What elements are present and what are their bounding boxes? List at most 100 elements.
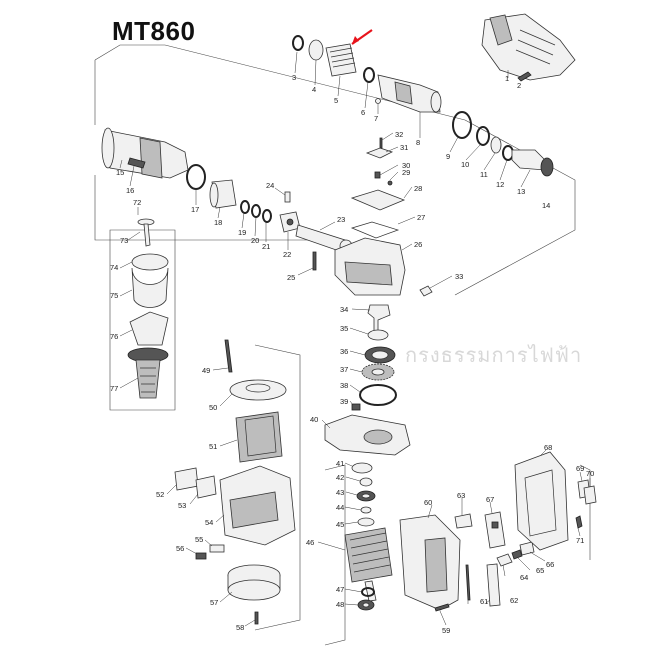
- part-40-gear-housing: [324, 414, 411, 456]
- part-54-motor-housing: [219, 465, 296, 546]
- part-58-screw: [254, 611, 259, 625]
- part-label-20: 20: [251, 236, 259, 245]
- part-2-screw: [517, 71, 532, 82]
- part-label-55: 55: [195, 535, 203, 544]
- part-label-5: 5: [334, 96, 338, 105]
- part-76-grip-base: [129, 311, 169, 346]
- part-label-68: 68: [544, 443, 552, 452]
- part-label-29: 29: [402, 168, 410, 177]
- part-label-4: 4: [312, 85, 316, 94]
- part-label-16: 16: [126, 186, 134, 195]
- leader-lines: [119, 51, 591, 627]
- part-16-spring-pin: [127, 157, 146, 169]
- part-label-61: 61: [480, 597, 488, 606]
- part-label-17: 17: [191, 205, 199, 214]
- part-label-62: 62: [510, 596, 518, 605]
- part-label-58: 58: [236, 623, 244, 632]
- part-label-60: 60: [424, 498, 432, 507]
- part-64-clamp: [496, 553, 513, 567]
- part-label-23: 23: [337, 215, 345, 224]
- part-label-72: 72: [133, 198, 141, 207]
- part-65-strain-relief: [511, 549, 523, 560]
- part-label-39: 39: [340, 397, 348, 406]
- part-label-22: 22: [283, 250, 291, 259]
- part-label-34: 34: [340, 305, 348, 314]
- part-label-27: 27: [417, 213, 425, 222]
- part-49-screw: [224, 339, 233, 373]
- part-label-42: 42: [336, 473, 344, 482]
- part-label-24: 24: [266, 181, 274, 190]
- part-41-washer: [351, 462, 373, 474]
- part-label-77: 77: [110, 384, 118, 393]
- part-19-ring: [240, 200, 250, 214]
- part-28-cover: [350, 189, 406, 211]
- part-50-baffle-plate: [229, 379, 287, 401]
- part-63-cord-guard: [454, 513, 473, 529]
- part-label-57: 57: [210, 598, 218, 607]
- part-29-screw: [387, 180, 393, 186]
- part-43-bearing: [356, 490, 376, 502]
- part-38-o-ring: [359, 384, 397, 406]
- part-61-pin: [465, 564, 471, 601]
- part-25-screw: [312, 251, 317, 271]
- part-66-terminal: [519, 541, 535, 556]
- part-label-46: 46: [306, 538, 314, 547]
- part-label-9: 9: [446, 152, 450, 161]
- part-57-rear-cover: [227, 564, 281, 601]
- part-12-ring: [502, 145, 514, 161]
- part-label-47: 47: [336, 585, 344, 594]
- part-label-51: 51: [209, 442, 217, 451]
- part-label-30: 30: [402, 161, 410, 170]
- part-label-63: 63: [457, 491, 465, 500]
- part-label-67: 67: [486, 495, 494, 504]
- part-label-37: 37: [340, 365, 348, 374]
- part-label-70: 70: [586, 469, 594, 478]
- part-32-screw: [379, 137, 383, 149]
- part-24-pin: [284, 191, 291, 203]
- part-52-label: [174, 467, 199, 491]
- watermark-text: กรงธรรมการไฟฟ้า: [405, 343, 583, 367]
- part-label-12: 12: [496, 180, 504, 189]
- part-4-washer: [308, 39, 324, 61]
- part-label-32: 32: [395, 130, 403, 139]
- part-20-ring: [251, 204, 261, 218]
- part-68-handle-cover: [514, 451, 569, 551]
- part-label-43: 43: [336, 488, 344, 497]
- part-label-59: 59: [442, 626, 450, 635]
- part-label-38: 38: [340, 381, 348, 390]
- part-46-armature: [344, 527, 393, 602]
- part-label-14: 14: [542, 201, 550, 210]
- part-label-35: 35: [340, 324, 348, 333]
- part-21-ring: [262, 209, 272, 223]
- part-label-44: 44: [336, 503, 344, 512]
- part-75-band: [131, 267, 169, 308]
- part-label-11: 11: [480, 170, 488, 179]
- part-label-41: 41: [336, 459, 344, 468]
- part-label-69: 69: [576, 464, 584, 473]
- part-label-3: 3: [292, 73, 296, 82]
- part-label-18: 18: [214, 218, 222, 227]
- part-label-76: 76: [110, 332, 118, 341]
- part-3-ring: [292, 35, 304, 51]
- part-70-label: [583, 485, 597, 505]
- part-33-cap: [419, 285, 433, 297]
- part-18-piston: [209, 179, 237, 209]
- part-7-ball: [375, 98, 381, 104]
- part-74-band: [131, 253, 169, 271]
- part-17-o-ring: [186, 164, 206, 190]
- part-label-25: 25: [287, 273, 295, 282]
- part-label-71: 71: [576, 536, 584, 545]
- part-13-tool-retainer: [511, 149, 554, 177]
- part-44-washer: [360, 506, 372, 514]
- part-label-73: 73: [120, 236, 128, 245]
- part-62-tube: [486, 563, 501, 607]
- part-label-2: 2: [517, 81, 521, 90]
- part-10-ring: [476, 126, 490, 146]
- part-73-bolt: [137, 218, 155, 247]
- part-label-10: 10: [461, 160, 469, 169]
- part-67-switch: [484, 511, 506, 549]
- part-42-cap: [359, 477, 373, 487]
- part-8-cylinder: [377, 74, 442, 113]
